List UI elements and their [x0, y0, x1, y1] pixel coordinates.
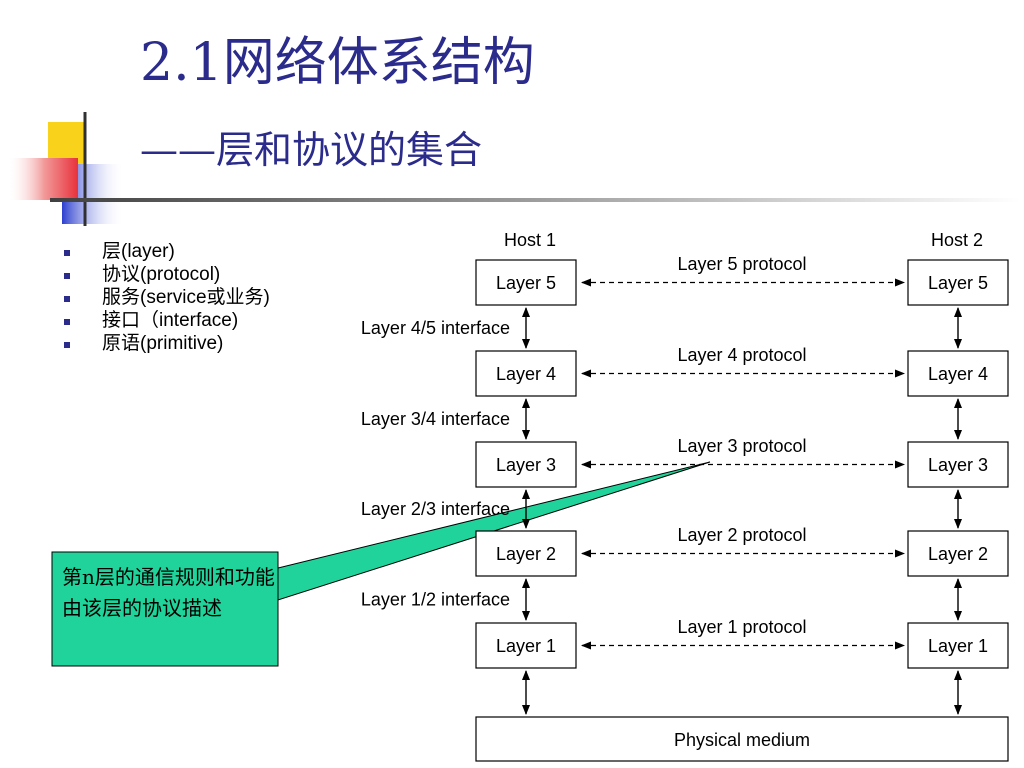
- interface-label: Layer 3/4 interface: [361, 409, 510, 429]
- protocol-label: Layer 3 protocol: [677, 436, 806, 456]
- host2-layer-box: [907, 441, 1009, 488]
- host2-layer-label: Layer 5: [928, 273, 988, 293]
- callout-text: 第n层的通信规则和功能由该层的协议描述: [62, 565, 275, 620]
- host1-label: Host 1: [504, 230, 556, 250]
- host1-layer-box: [475, 622, 577, 669]
- host1-layer-box: [475, 259, 577, 306]
- host2-layer-label: Layer 3: [928, 455, 988, 475]
- yellow-square: [48, 122, 86, 164]
- host1-layer-box: [475, 441, 577, 488]
- physical-medium-label: Physical medium: [674, 730, 810, 750]
- host1-layer-label: Layer 4: [496, 364, 556, 384]
- callout-box: [51, 551, 279, 667]
- interface-label: Layer 4/5 interface: [361, 318, 510, 338]
- host2-layer-label: Layer 2: [928, 544, 988, 564]
- bullet-item-primitive: 原语(primitive): [62, 332, 270, 355]
- red-square: [10, 158, 78, 200]
- host1-layer-label: Layer 2: [496, 544, 556, 564]
- bullet-item-service: 服务(service或业务): [62, 286, 270, 309]
- host2-layer-box: [907, 259, 1009, 306]
- interface-label: Layer 1/2 interface: [361, 590, 510, 610]
- bullet-item-protocol: 协议(protocol): [62, 263, 270, 286]
- page-subtitle: ——层和协议的集合: [140, 128, 483, 172]
- bullet-item-interface: 接口（interface): [62, 309, 270, 332]
- host1-layer-box: [475, 350, 577, 397]
- host1-layer-label: Layer 1: [496, 636, 556, 656]
- protocol-label: Layer 1 protocol: [677, 617, 806, 637]
- protocol-label: Layer 2 protocol: [677, 525, 806, 545]
- interface-label: Layer 2/3 interface: [361, 499, 510, 519]
- physical-medium-box: [475, 716, 1009, 762]
- bullet-item-layer: 层(layer): [62, 240, 270, 263]
- bullet-list: 层(layer) 协议(protocol) 服务(service或业务) 接口（…: [62, 240, 270, 355]
- logo-decoration: [10, 112, 1020, 226]
- host1-layer-box: [475, 530, 577, 577]
- page-title: 2.1网络体系结构: [140, 33, 535, 93]
- host1-layer-label: Layer 5: [496, 273, 556, 293]
- host2-label: Host 2: [931, 230, 983, 250]
- host1-layer-label: Layer 3: [496, 455, 556, 475]
- protocol-label: Layer 4 protocol: [677, 345, 806, 365]
- host2-layer-box: [907, 622, 1009, 669]
- host2-layer-label: Layer 4: [928, 364, 988, 384]
- title-underline: [50, 198, 1020, 202]
- host2-layer-box: [907, 350, 1009, 397]
- host2-layer-label: Layer 1: [928, 636, 988, 656]
- host2-layer-box: [907, 530, 1009, 577]
- protocol-stack-diagram: Host 1 Host 2 Layer 5 Layer 5 Layer 5 prot…: [361, 230, 1009, 762]
- protocol-label: Layer 5 protocol: [677, 254, 806, 274]
